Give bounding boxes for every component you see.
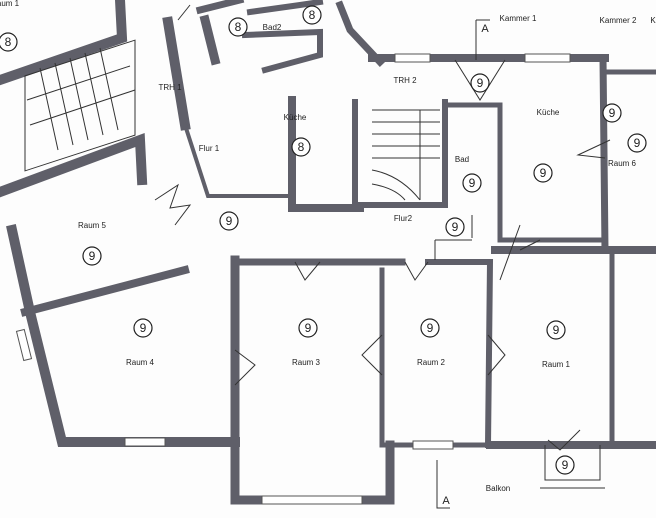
room-labels: aum 1 TRH 1 Bad2 Küche TRH 2 Kammer 1 Ka… — [0, 0, 656, 493]
room-number-raum6: 9 — [627, 133, 647, 153]
room-label-bad2: Bad2 — [263, 23, 282, 32]
svg-text:9: 9 — [140, 321, 147, 335]
room-label-raum1-top: aum 1 — [0, 0, 20, 8]
room-label-balkon: Balkon — [486, 484, 510, 493]
section-marker-top: A — [481, 23, 489, 35]
room-label-trh2: TRH 2 — [393, 76, 417, 85]
svg-text:9: 9 — [469, 176, 476, 190]
room-label-raum6: Raum 6 — [608, 159, 637, 168]
svg-text:8: 8 — [235, 20, 242, 34]
room-number-bad2-b: 8 — [302, 5, 322, 25]
svg-text:9: 9 — [89, 249, 96, 263]
svg-text:9: 9 — [305, 321, 312, 335]
svg-text:9: 9 — [562, 458, 569, 472]
section-marker-bottom: A — [442, 495, 450, 507]
svg-text:9: 9 — [477, 76, 484, 90]
room-label-bad: Bad — [455, 155, 469, 164]
svg-text:9: 9 — [427, 321, 434, 335]
room-label-flur1: Flur 1 — [199, 144, 220, 153]
room-label-raum2: Raum 2 — [417, 358, 446, 367]
svg-text:9: 9 — [553, 323, 560, 337]
svg-text:8: 8 — [309, 8, 316, 22]
room-number-bad: 9 — [462, 173, 482, 193]
room-number-bad2-a: 8 — [228, 17, 248, 37]
room-label-raum4: Raum 4 — [126, 358, 155, 367]
room-label-raum1: Raum 1 — [542, 360, 571, 369]
room-number-balkon: 9 — [555, 455, 575, 475]
room-number-flur2: 9 — [445, 217, 465, 237]
room-label-raum5: Raum 5 — [78, 221, 107, 230]
svg-text:9: 9 — [540, 166, 547, 180]
room-number-raum2: 9 — [420, 318, 440, 338]
svg-text:8: 8 — [298, 140, 305, 154]
room-number-kueche-right: 9 — [533, 163, 553, 183]
room-label-kueche-left: Küche — [284, 113, 307, 122]
stairs — [24, 39, 440, 201]
svg-text:9: 9 — [609, 106, 616, 120]
svg-text:9: 9 — [452, 220, 459, 234]
room-label-trh1: TRH 1 — [158, 83, 182, 92]
room-number-raum1: 9 — [546, 320, 566, 340]
room-number-raum1-top: 8 — [0, 32, 18, 52]
room-number-raum4: 9 — [133, 318, 153, 338]
svg-text:9: 9 — [634, 136, 641, 150]
svg-text:8: 8 — [5, 35, 12, 49]
room-number-raum5: 9 — [82, 246, 102, 266]
room-label-kammer2: Kammer 2 — [600, 16, 637, 25]
room-number-raum3: 9 — [298, 318, 318, 338]
room-label-flur2: Flur2 — [394, 214, 413, 223]
room-number-kueche-left: 8 — [291, 137, 311, 157]
room-label-k: K — [650, 16, 656, 25]
room-label-kueche-right: Küche — [537, 108, 560, 117]
room-number-kammer1: 9 — [470, 73, 490, 93]
svg-text:9: 9 — [226, 214, 233, 228]
room-number-kammer2: 9 — [602, 103, 622, 123]
doors — [154, 4, 611, 489]
room-numbers: 8 8 8 8 9 9 9 9 9 9 9 9 9 9 9 9 9 — [0, 5, 647, 475]
windows — [15, 53, 571, 505]
room-label-kammer1: Kammer 1 — [500, 14, 537, 23]
room-number-flur1: 9 — [219, 211, 239, 231]
section-markers: A A — [436, 19, 490, 509]
room-label-raum3: Raum 3 — [292, 358, 321, 367]
